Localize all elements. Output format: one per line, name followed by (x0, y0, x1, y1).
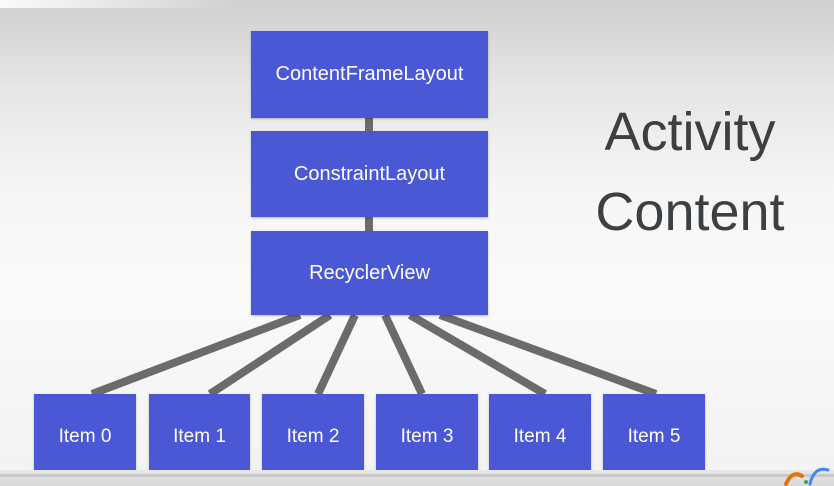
node-item-0-label: Item 0 (58, 426, 112, 447)
node-item-1: Item 1 (149, 394, 250, 480)
node-item-5: Item 5 (603, 394, 705, 480)
node-item-1-label: Item 1 (173, 426, 226, 447)
node-item-2: Item 2 (262, 394, 364, 480)
node-item-3: Item 3 (376, 394, 478, 480)
node-item-4: Item 4 (489, 394, 591, 480)
node-item-3-label: Item 3 (400, 426, 454, 447)
connector-item-4 (407, 311, 548, 398)
bottom-line (0, 474, 834, 477)
connector-item-0 (90, 311, 302, 398)
title-line-2: Content (595, 182, 785, 242)
node-item-0: Item 0 (34, 394, 136, 480)
connector-item-1 (207, 311, 333, 398)
node-content-frame-layout: ContentFrameLayout (251, 31, 488, 118)
title-line-1: Activity (604, 102, 776, 162)
node-constraint-layout: ConstraintLayout (251, 131, 488, 217)
node-item-5-label: Item 5 (627, 426, 681, 447)
connector-item-2 (314, 313, 359, 396)
bottom-bar (0, 470, 834, 486)
top-highlight-strip (0, 0, 240, 8)
logo-fragment-icon (784, 467, 830, 486)
node-item-2-label: Item 2 (286, 426, 340, 447)
node-constraint-layout-label: ConstraintLayout (293, 162, 446, 185)
connector-item-3 (381, 313, 426, 396)
node-content-frame-layout-label: ContentFrameLayout (275, 63, 464, 85)
activity-content-title: Activity Content (560, 92, 820, 252)
node-recycler-view-label: RecyclerView (309, 261, 430, 284)
node-recycler-view: RecyclerView (251, 231, 488, 315)
node-item-4-label: Item 4 (513, 426, 567, 447)
connector-item-5 (438, 311, 658, 398)
